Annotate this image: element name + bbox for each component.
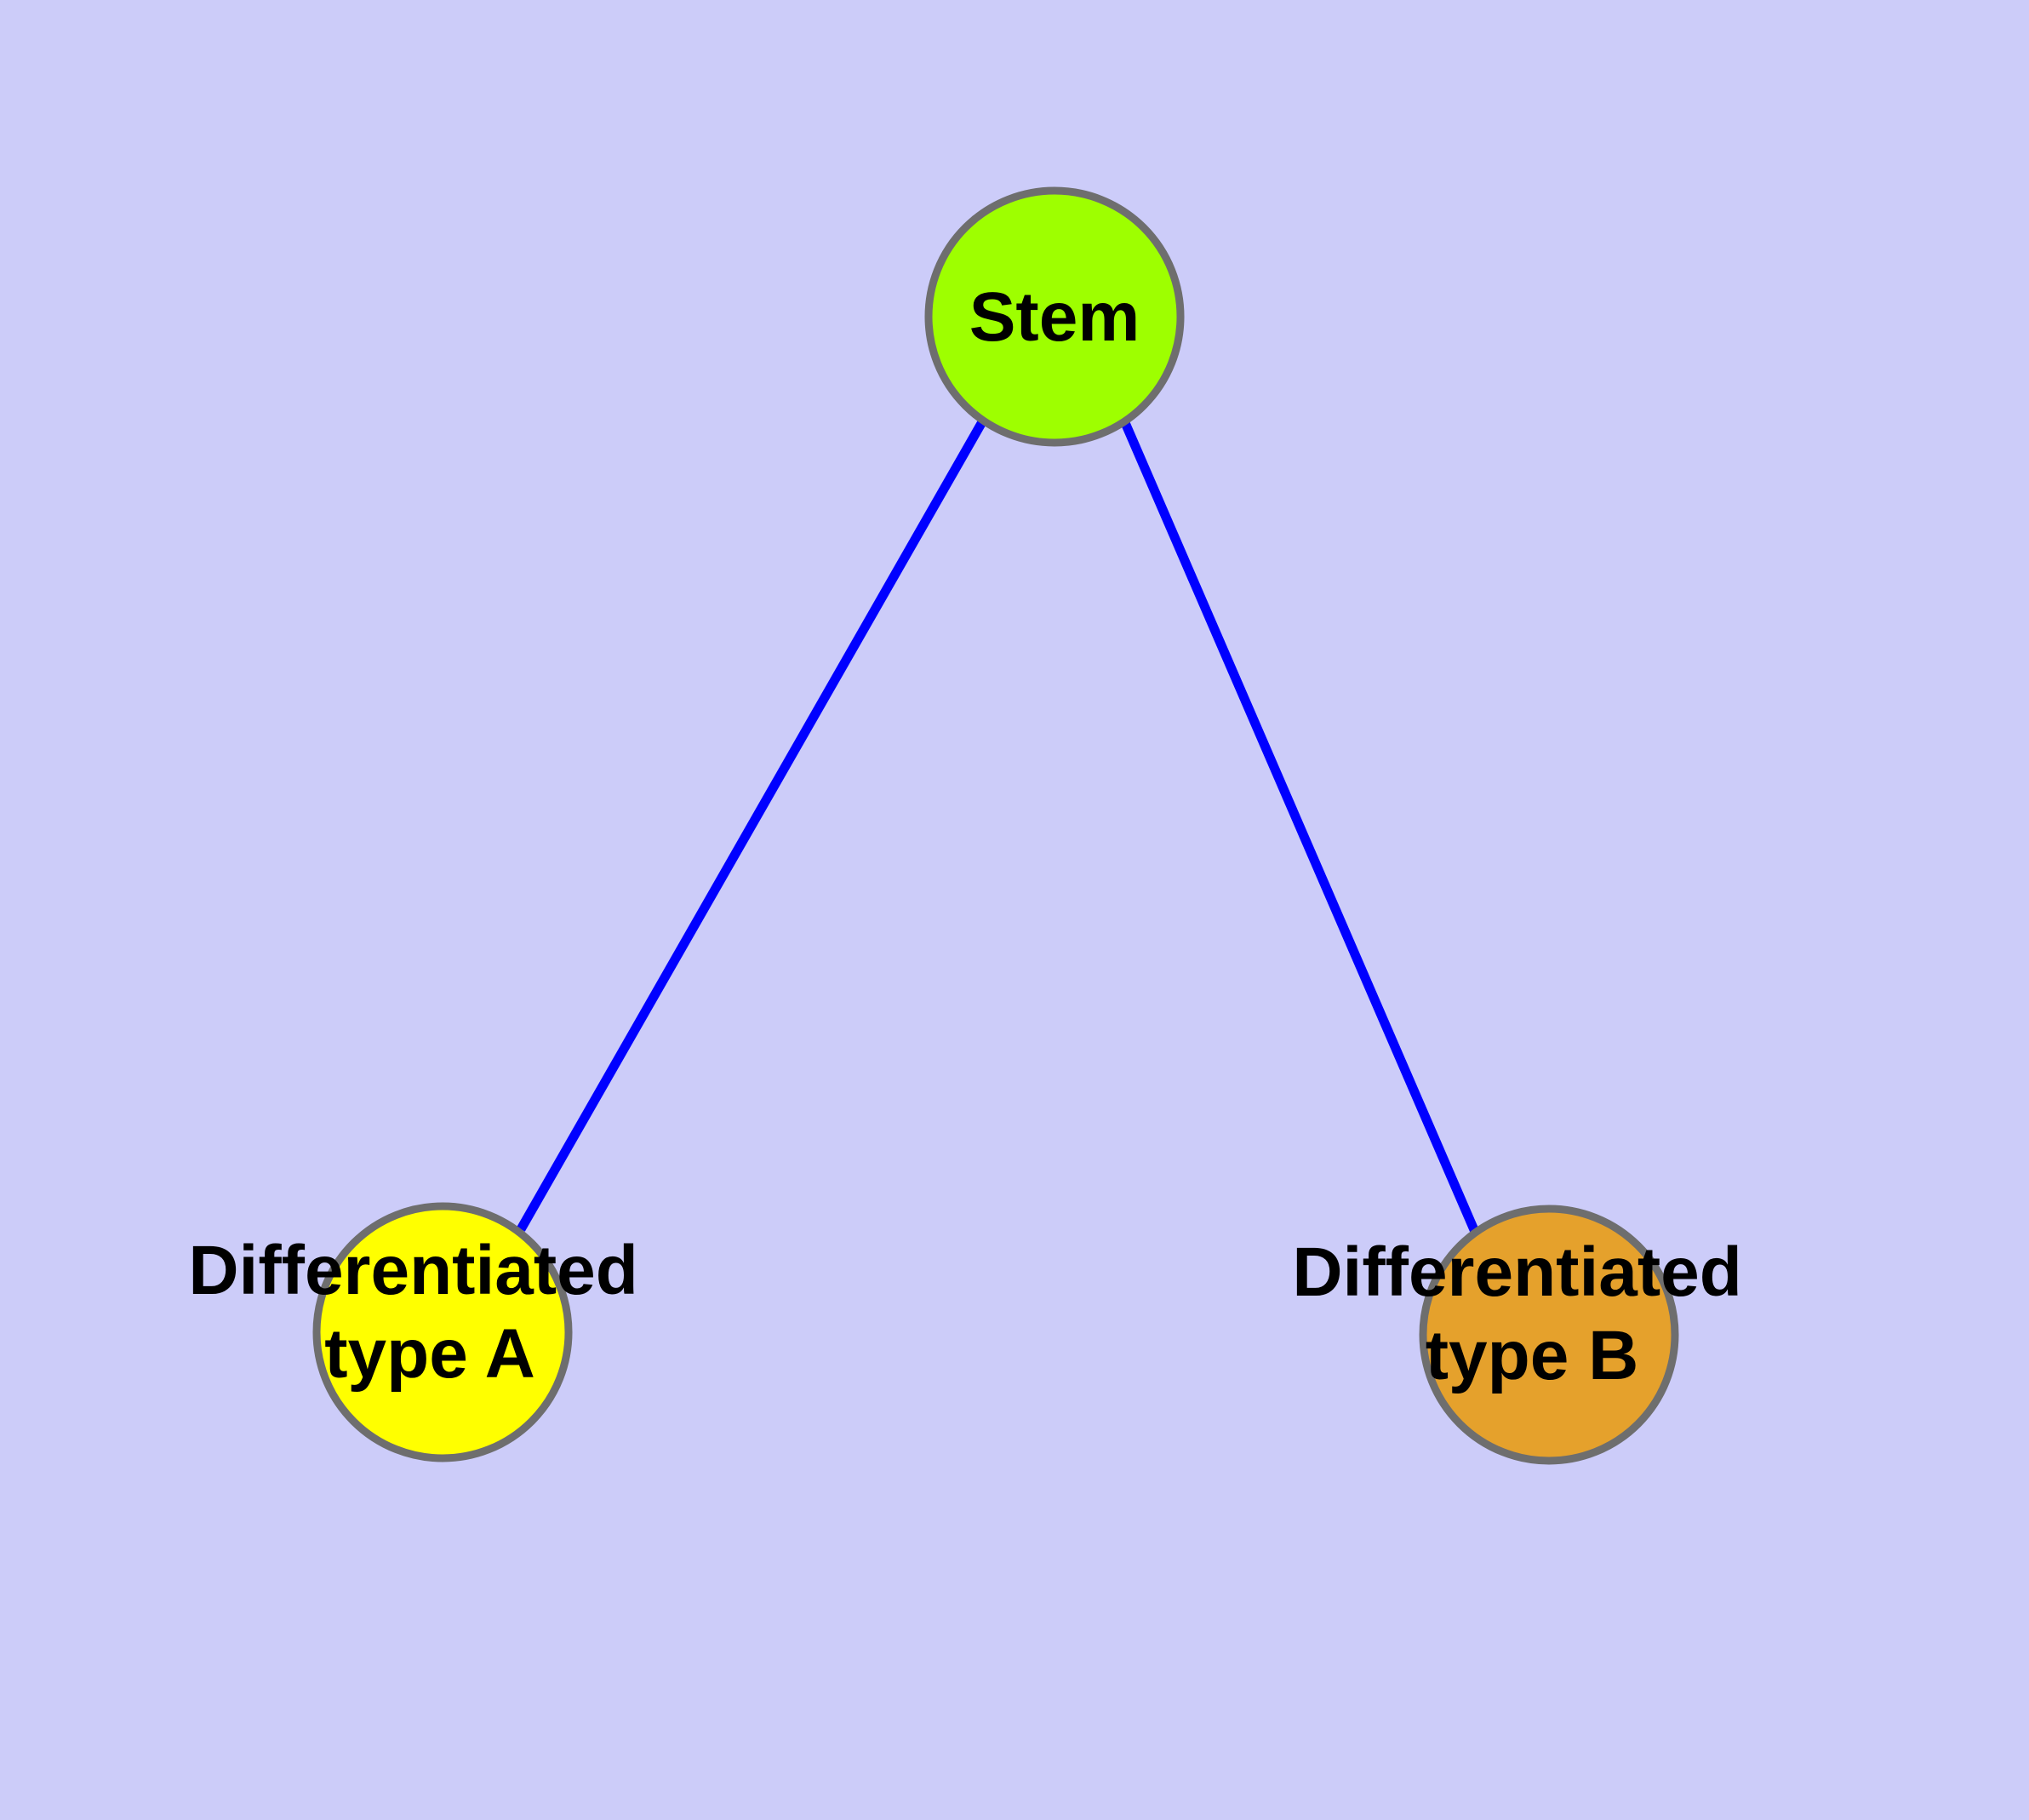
node-diff-b-label: Differentiated type B [1292, 1233, 1761, 1394]
node-diff-a-label: Differentiated type A [188, 1232, 657, 1393]
node-stem-circle[interactable] [924, 186, 1185, 447]
edge-stem-to-diff-a[interactable] [517, 418, 987, 1232]
node-stem[interactable]: Stem [924, 186, 1185, 447]
node-diff-a-circle[interactable] [312, 1202, 573, 1462]
node-diff-b-circle[interactable] [1419, 1205, 1679, 1465]
node-diff-a[interactable]: Differentiated type A [188, 1202, 657, 1462]
edge-stem-to-diff-b[interactable] [1118, 416, 1480, 1234]
node-stem-label: Stem [969, 278, 1140, 356]
edge-group [517, 416, 1480, 1234]
node-diff-b[interactable]: Differentiated type B [1292, 1205, 1761, 1465]
